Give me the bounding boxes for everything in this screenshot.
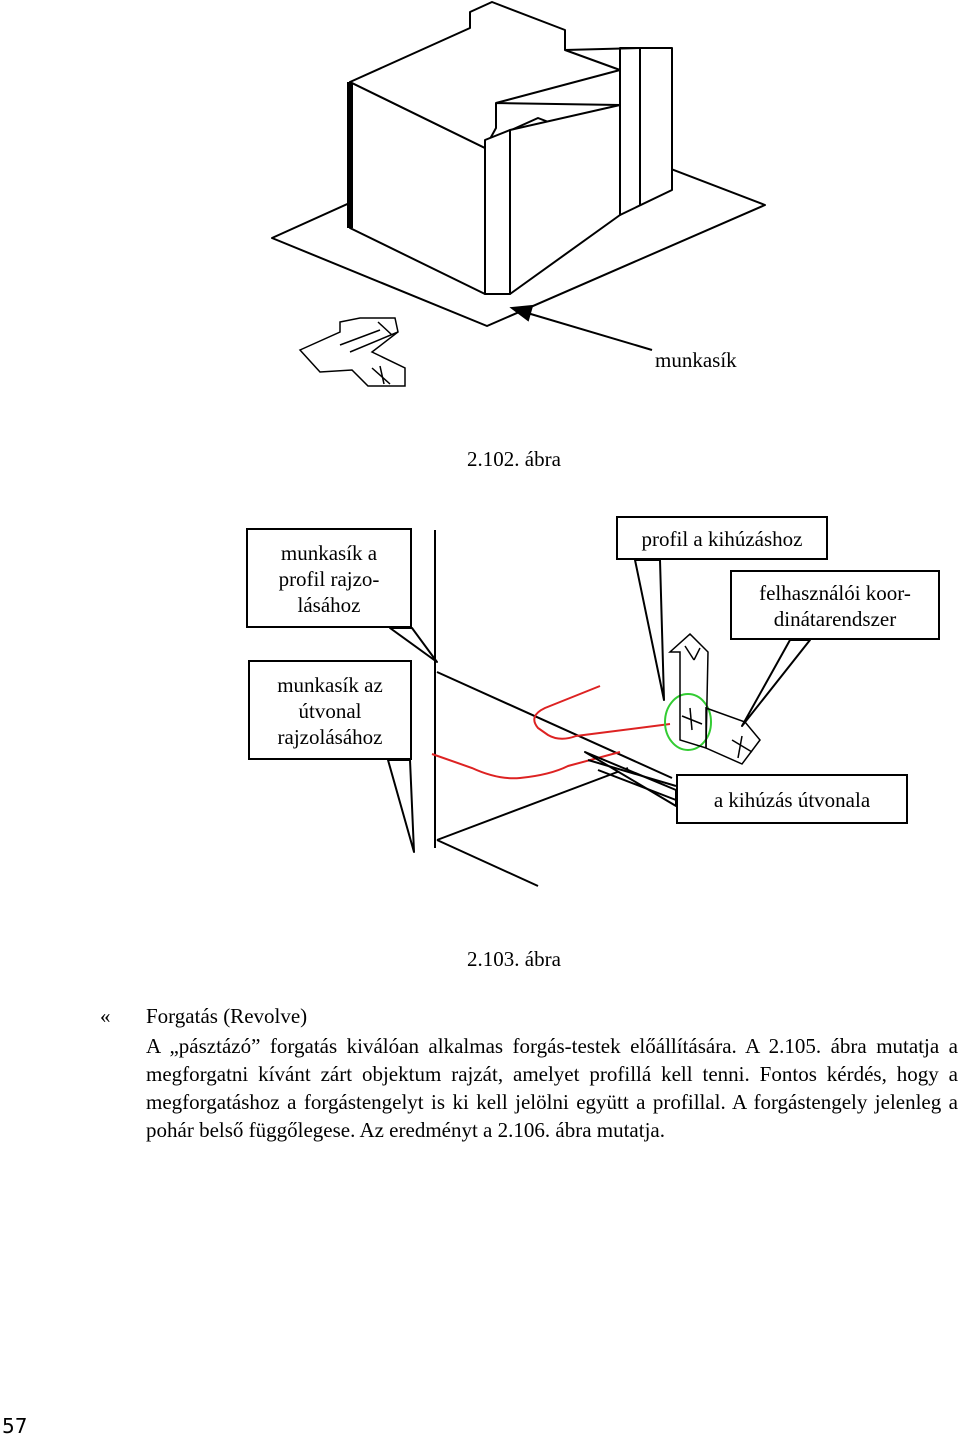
profile-pointer (634, 559, 665, 701)
path-pointer-lines (587, 759, 677, 801)
extrude-path (431, 685, 671, 780)
figure-2-102-drawing (271, 1, 766, 387)
user-coordinate-system-icon (668, 632, 761, 765)
callout-profile-plane-line-3: lásához (297, 593, 361, 617)
page-number: 57 (2, 1414, 28, 1438)
callout-ucs-line-2: dinátarendszer (773, 607, 897, 631)
workplane-label: munkasík (655, 348, 737, 372)
callout-path-plane-line-2: útvonal (298, 699, 362, 723)
callout-path: a kihúzás útvonala (676, 774, 908, 824)
figure-caption-2-103: 2.103. ábra (467, 947, 561, 971)
callout-path-text: a kihúzás útvonala (713, 788, 871, 812)
callout-profile-plane-line-2: profil rajzo- (278, 567, 380, 591)
callout-profile-text: profil a kihúzáshoz (641, 527, 803, 551)
figure-caption-2-102: 2.102. ábra (467, 447, 561, 471)
callout-profile: profil a kihúzáshoz (616, 516, 828, 560)
section-paragraph: A „pásztázó” forgatás kiválóan alkalmas … (146, 1032, 958, 1144)
profile-plane-pointer (389, 627, 438, 663)
section-paragraph-text: A „pásztázó” forgatás kiválóan alkalmas … (146, 1034, 958, 1142)
path-plane-pointer (387, 759, 415, 853)
block-top-face (349, 1, 621, 149)
ucs-pointer (741, 639, 811, 727)
callout-path-plane-line-1: munkasík az (277, 673, 383, 697)
callout-path-plane-line-3: rajzolásához (277, 725, 383, 749)
section-heading: Forgatás (Revolve) (146, 1004, 308, 1028)
section-marker: « (100, 1004, 111, 1028)
profile-plane-edge (436, 671, 673, 779)
callout-profile-plane-line-1: munkasík a (280, 541, 378, 565)
ucs-icon (298, 317, 406, 387)
callout-path-plane: munkasík az útvonal rajzolásához (248, 660, 412, 760)
figure-2-103-drawing (387, 530, 811, 887)
callout-ucs: felhasználói koor- dinátarendszer (730, 570, 940, 640)
workplane-arrow (509, 304, 653, 351)
path-plane-edge (436, 767, 629, 841)
callout-profile-plane: munkasík a profil rajzo- lásához (246, 528, 412, 628)
profile-circle (664, 693, 712, 751)
callout-ucs-line-1: felhasználói koor- (759, 581, 911, 605)
